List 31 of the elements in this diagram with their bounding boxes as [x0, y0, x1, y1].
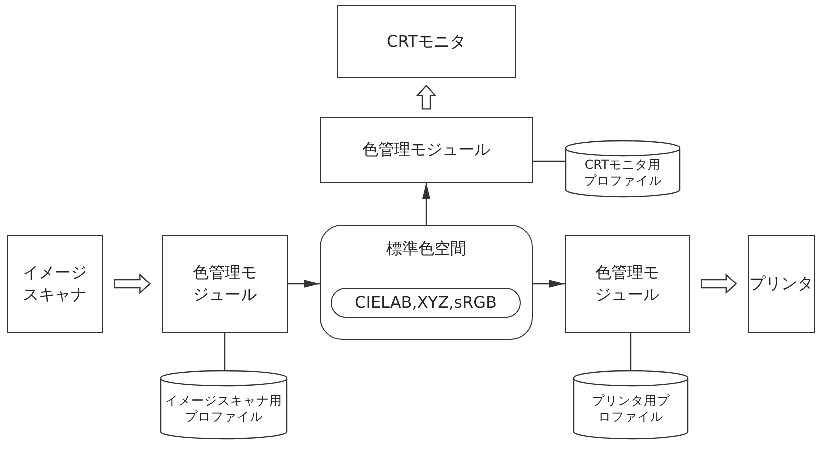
profile-cylinder	[160, 370, 288, 440]
node-label: イメージスキャナ	[22, 262, 88, 306]
arrow	[533, 280, 565, 288]
module-box	[162, 235, 288, 333]
hollow-arrow	[416, 84, 437, 110]
module-box	[320, 117, 533, 183]
node-label: イメージスキャナ用プロファイル	[164, 392, 284, 426]
profile-cylinder	[573, 370, 689, 440]
arrow	[288, 280, 320, 288]
heading: 標準色空間	[386, 238, 466, 260]
node-label: CIELAB,XYZ,sRGB	[355, 292, 497, 314]
hollow-arrow	[114, 274, 152, 294]
color-space-box	[320, 225, 533, 340]
output-device-box	[748, 235, 815, 333]
connector-line	[224, 333, 226, 370]
output-device-box	[337, 5, 516, 78]
profile-cylinder	[565, 140, 681, 198]
arrow	[422, 183, 430, 225]
hollow-arrow	[701, 274, 738, 294]
node-label: CRTモニタ用プロファイル	[583, 156, 663, 190]
module-box	[565, 235, 690, 333]
node-label: 色管理モジュール	[192, 262, 258, 306]
connector-line	[630, 333, 632, 370]
node-label: 色管理モジュール	[362, 139, 490, 161]
input-device-box	[7, 235, 103, 333]
node-label: プリンタ用プロファイル	[591, 392, 671, 426]
connector-line	[533, 160, 565, 162]
color-space-pill	[331, 288, 521, 318]
node-label: 色管理モジュール	[594, 262, 660, 306]
node-label: CRTモニタ	[387, 30, 466, 52]
node-label: プリンタ	[750, 273, 814, 295]
